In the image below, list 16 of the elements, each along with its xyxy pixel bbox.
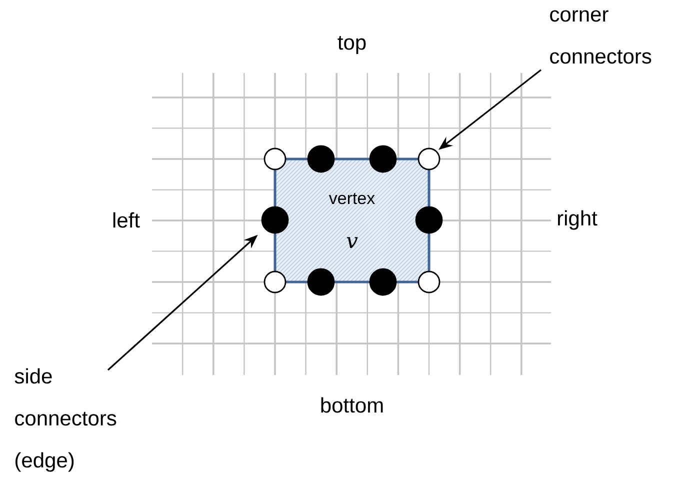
circle-connector bbox=[264, 270, 286, 294]
circle-connector bbox=[418, 270, 440, 294]
side-label: right bbox=[558, 210, 598, 230]
dot-connector bbox=[415, 206, 443, 234]
circle-connector bbox=[264, 148, 286, 170]
dot-connector bbox=[307, 145, 335, 173]
dot-connector bbox=[369, 145, 397, 173]
side-label: top bbox=[338, 36, 366, 54]
callout-text: corner connectors bbox=[550, 10, 652, 64]
dot-connector bbox=[261, 206, 289, 234]
dot-connector bbox=[307, 268, 335, 296]
circle-connector bbox=[418, 148, 440, 170]
side-label: bottom bbox=[321, 397, 383, 413]
side-label: left bbox=[113, 212, 140, 228]
dot-connector bbox=[369, 268, 397, 296]
callout-text: side connectors (edge) bbox=[14, 368, 116, 472]
